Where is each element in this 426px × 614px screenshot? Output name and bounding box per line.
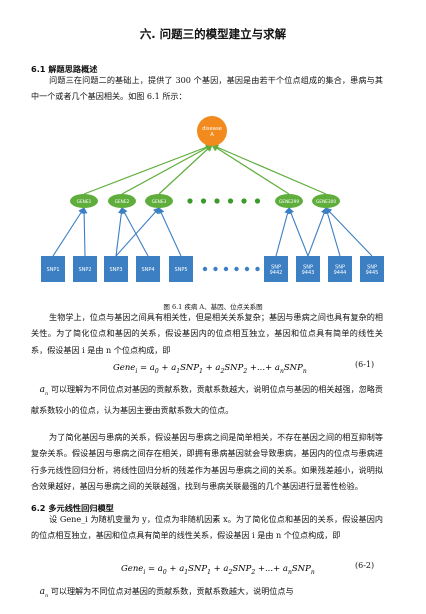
paragraph-simplify-text: 为了简化基因与患病的关系，假设基因与患病之间是简单相关，不存在基因之间的相互抑制… bbox=[31, 432, 383, 492]
gene-node bbox=[108, 194, 136, 208]
svg-text:Genei = a0 + a1SNP1 + a2SNP2 +: Genei = a0 + a1SNP1 + a2SNP2 +...+ anSNP… bbox=[113, 363, 307, 375]
paragraph-assumption-text: 生物学上，位点与基因之间具有相关性，但是相关关系复杂；基因与患病之间也具有复杂的… bbox=[31, 312, 383, 355]
snp-gene-edge bbox=[52, 207, 85, 257]
ellipsis-dot bbox=[214, 198, 220, 204]
snp-label: SNP3 bbox=[109, 267, 122, 273]
snp-node bbox=[169, 256, 193, 282]
gene-node bbox=[312, 194, 340, 208]
snp-node bbox=[360, 256, 384, 282]
gene-label: GENE299 bbox=[279, 199, 299, 205]
ellipsis-dot bbox=[227, 198, 234, 204]
equation-6-1: Genei = a0 + a1SNP1 + a2SNP2 +...+ anSNP… bbox=[113, 363, 307, 375]
paragraph-intro-text: 问题三在问题二的基础上，提供了 300 个基因，基因是由若干个位点组成的集合，患… bbox=[31, 75, 383, 102]
snp-node bbox=[73, 256, 97, 282]
ellipsis-dot bbox=[254, 198, 261, 204]
gene-disease-edge bbox=[210, 144, 290, 195]
gene-disease-edge bbox=[121, 144, 214, 195]
disease-node bbox=[197, 116, 227, 146]
snp-gene-edge bbox=[307, 206, 328, 257]
snp-gene-edge bbox=[324, 206, 341, 257]
ellipsis-dot bbox=[223, 266, 229, 272]
ellipsis-dot bbox=[187, 198, 193, 204]
gene-disease-edge bbox=[210, 144, 327, 195]
snp-label: SNP2 bbox=[78, 267, 91, 273]
ellipsis-dot bbox=[241, 198, 247, 204]
chapter-title: 六. 问题三的模型建立与求解 bbox=[139, 27, 287, 41]
snp-node bbox=[264, 256, 288, 282]
snp-gene-edge bbox=[325, 207, 373, 257]
ellipsis-dot bbox=[234, 266, 239, 272]
ellipsis-dot bbox=[202, 266, 208, 272]
gene-label: GENE1 bbox=[77, 199, 92, 205]
snp-node bbox=[328, 256, 352, 282]
gene-node bbox=[145, 194, 173, 208]
paragraph-simplify: 为了简化基因与患病的关系，假设基因与患病之间是简单相关，不存在基因之间的相互抑制… bbox=[31, 429, 383, 495]
paragraph-coef: an 可以理解为不同位点对基因的贡献系数，贡献系数越大，说明位点与基因的相关越强… bbox=[31, 384, 384, 416]
snp-gene-edge bbox=[115, 207, 160, 257]
gene-node bbox=[275, 194, 303, 208]
paragraph-regression: 设 Gene_i 为随机变量为 y，位点为非随机因素 x。为了简化位点和基因的关… bbox=[31, 511, 383, 544]
svg-text:Genei = a0 + a1SNP1 + a2SNP2 +: Genei = a0 + a1SNP1 + a2SNP2 +...+ anSNP… bbox=[121, 564, 315, 576]
section-heading-6-1: 6.1 解题思路概述 bbox=[31, 64, 98, 74]
gene-label: GENE300 bbox=[316, 199, 336, 205]
snp-gene-edge bbox=[287, 206, 309, 257]
ellipsis-dot bbox=[255, 266, 260, 272]
snp-node bbox=[104, 256, 128, 282]
snp-label: SNP5 bbox=[174, 267, 187, 273]
ellipsis-dot bbox=[244, 266, 250, 272]
ellipsis-dot bbox=[213, 266, 218, 272]
snp-gene-edge bbox=[158, 207, 182, 257]
snp-node bbox=[296, 256, 320, 282]
snp-node bbox=[136, 256, 160, 282]
snp-gene-edge bbox=[275, 206, 291, 257]
gene-label: GENE3 bbox=[152, 199, 167, 205]
snp-label: SNP4 bbox=[141, 267, 154, 273]
paragraph-coef-text: 可以理解为不同位点对基因的贡献系数，贡献系数越大，说明位点与基因的相关越强，忽略… bbox=[31, 384, 384, 416]
equation-number-6-1: (6-1) bbox=[355, 360, 375, 369]
snp-gene-edge bbox=[115, 206, 125, 257]
equation-6-2: Genei = a0 + a1SNP1 + a2SNP2 +...+ anSNP… bbox=[121, 564, 315, 576]
paragraph-regression-text: 设 Gene_i 为随机变量为 y，位点为非随机因素 x。为了简化位点和基因的关… bbox=[31, 514, 383, 541]
paragraph-assumption: 生物学上，位点与基因之间具有相关性，但是相关关系复杂；基因与患病之间也具有复杂的… bbox=[31, 309, 383, 358]
section-heading-6-2: 6.2 多元线性回归模型 bbox=[31, 503, 114, 513]
paragraph-coef-2-text: 可以理解为不同位点对基因的贡献系数，贡献系数越大，说明位点与 bbox=[50, 586, 294, 596]
paragraph-intro: 问题三在问题二的基础上，提供了 300 个基因，基因是由若干个位点组成的集合，患… bbox=[31, 72, 383, 105]
ellipsis-dot bbox=[200, 198, 207, 204]
gene-disease-edge bbox=[83, 143, 214, 195]
snp-gene-edge bbox=[121, 207, 149, 257]
snp-gene-edge bbox=[80, 206, 88, 257]
gene-node bbox=[70, 194, 98, 208]
snp-node bbox=[41, 256, 65, 282]
paragraph-coef-2: an 可以理解为不同位点对基因的贡献系数，贡献系数越大，说明位点与 bbox=[31, 586, 294, 599]
figure-caption: 图 6.1 疾病 A、基因、位点关系图 bbox=[163, 303, 263, 311]
gene-label: GENE2 bbox=[115, 199, 130, 205]
gene-disease-edge bbox=[158, 144, 213, 195]
equation-number-6-2: (6-2) bbox=[355, 561, 375, 570]
snp-label: SNP1 bbox=[46, 267, 59, 273]
